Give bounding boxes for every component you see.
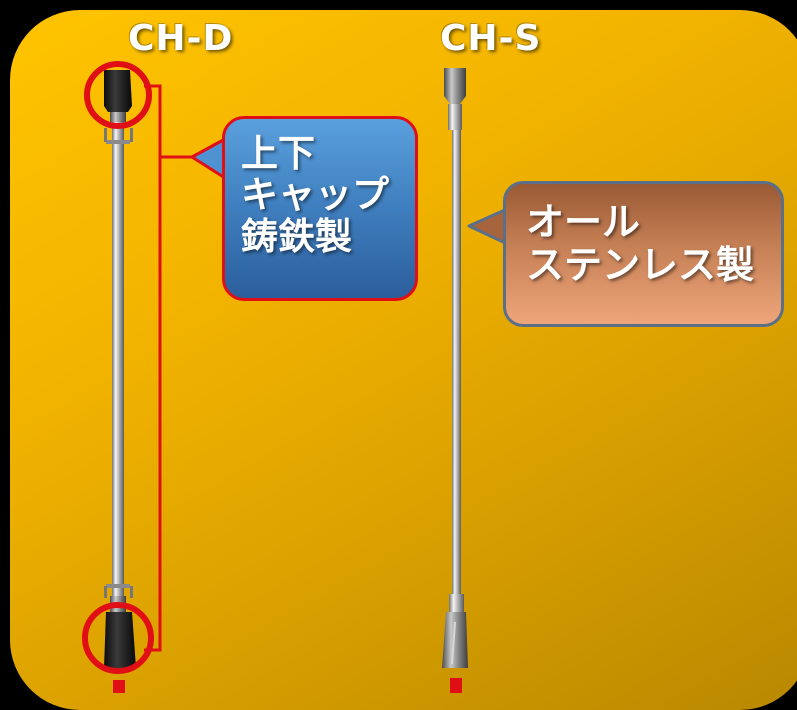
- callout-line: 鋳鉄製: [241, 214, 352, 258]
- callout-line: オール: [526, 200, 641, 244]
- ch-d-top-cap: [104, 70, 132, 112]
- callout-line: キャップ: [241, 173, 389, 217]
- ch-d-bottom-cap: [104, 612, 136, 668]
- callout-line: 上下: [241, 132, 315, 175]
- stainless-callout: オール ステンレス製: [503, 181, 784, 327]
- ch-d-rod: [104, 106, 133, 612]
- ch-s-bottom-marker: [450, 678, 462, 693]
- cap-bracket-line: [144, 84, 162, 652]
- product-illustration: [82, 61, 518, 693]
- bottom-cap-highlight-circle: [82, 602, 154, 674]
- callout-line: ステンレス製: [526, 242, 755, 287]
- ch-d-label: CH-D: [128, 18, 234, 59]
- top-cap-highlight-circle: [84, 61, 152, 129]
- cast-iron-callout: 上下 キャップ 鋳鉄製: [222, 116, 418, 301]
- ch-s-label: CH-S: [440, 18, 542, 59]
- ch-d-bottom-marker: [113, 680, 125, 693]
- ch-s-rod: [442, 68, 468, 668]
